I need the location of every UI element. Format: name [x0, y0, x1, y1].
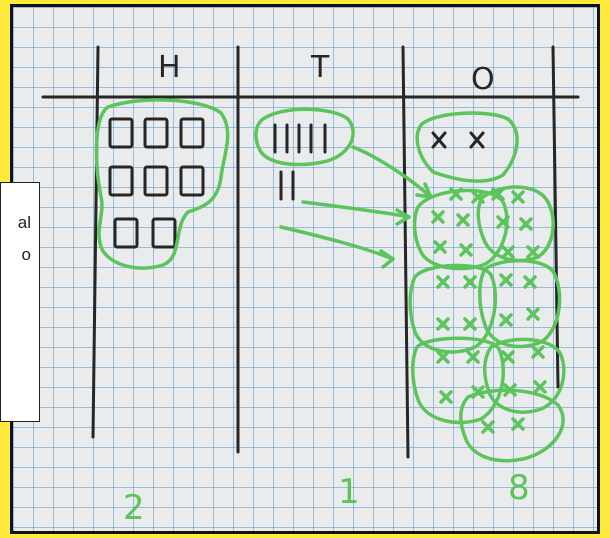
overlay-line-2: o [22, 245, 31, 265]
hundred-block [115, 219, 137, 247]
total-tens: 1 [338, 472, 360, 512]
hundred-block [145, 167, 167, 195]
hundred-block [110, 167, 132, 195]
column-header-ones: O [471, 62, 495, 97]
hundred-block [110, 119, 132, 147]
total-ones: 8 [508, 468, 530, 508]
ones-group-loops [410, 113, 564, 461]
hundred-block [153, 219, 175, 247]
place-value-chart-photo: H T O [10, 4, 600, 534]
ones-crosses [433, 133, 483, 147]
overlay-line-1: al [18, 213, 31, 233]
column-header-hundreds: H [158, 50, 181, 85]
cropped-text-box: al o [0, 182, 40, 422]
tens-ones-divider [403, 47, 408, 457]
tens-group-loop [256, 109, 353, 164]
hundred-block [181, 119, 203, 147]
left-border-line [93, 47, 98, 437]
place-value-chart: H T O [13, 7, 600, 534]
total-hundreds: 2 [123, 488, 145, 528]
hundreds-blocks [110, 119, 203, 247]
hundred-block [181, 167, 203, 195]
hundred-block [145, 119, 167, 147]
column-header-tens: T [310, 50, 330, 85]
